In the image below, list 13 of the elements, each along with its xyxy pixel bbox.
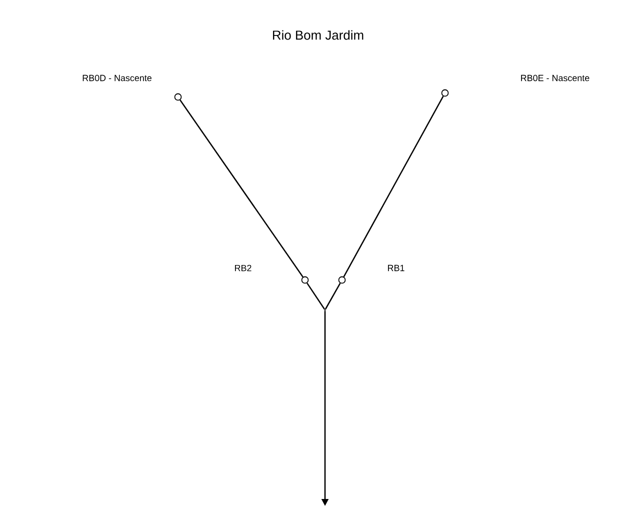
river-line bbox=[306, 282, 325, 310]
river-line bbox=[343, 96, 444, 278]
confluence-point bbox=[301, 276, 309, 284]
title: Rio Bom Jardim bbox=[273, 30, 364, 40]
confluence-point bbox=[338, 276, 346, 284]
river-line bbox=[180, 100, 304, 278]
confluence-point bbox=[174, 93, 182, 101]
river-line bbox=[324, 282, 341, 310]
station-label: RB2 bbox=[235, 264, 252, 272]
station-label: RB0E - Nascente bbox=[521, 74, 590, 82]
confluence-point bbox=[441, 89, 449, 97]
station-label: RB0D - Nascente bbox=[82, 74, 152, 82]
station-label: RB1 bbox=[388, 264, 404, 272]
